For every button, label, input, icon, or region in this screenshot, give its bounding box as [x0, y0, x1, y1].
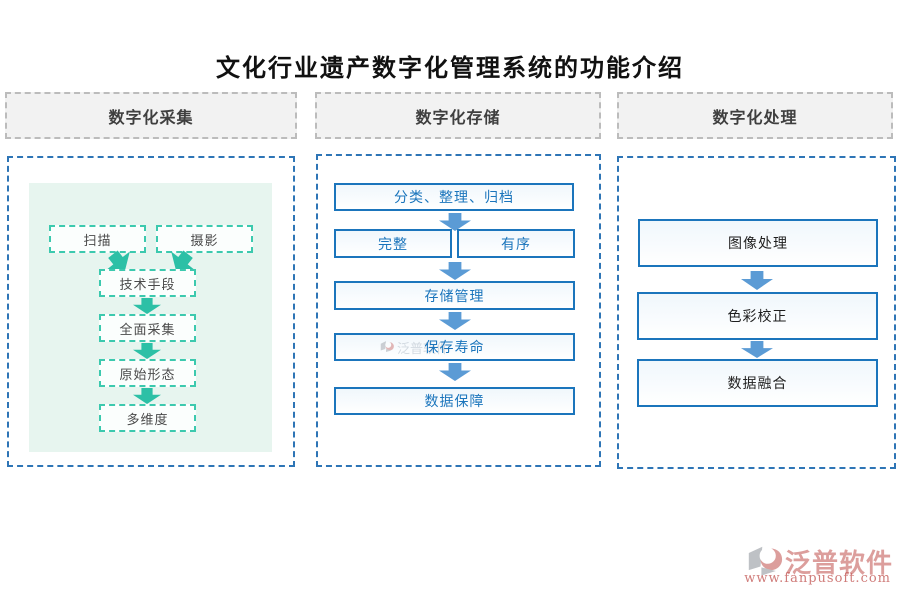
node-data-fusion: 数据融合	[637, 359, 878, 407]
node-storage-management-label: 存储管理	[424, 288, 485, 305]
node-full-collection-label: 全面采集	[119, 322, 176, 338]
fanpu-logo-icon	[748, 546, 783, 575]
node-color-correction: 色彩校正	[637, 292, 878, 340]
arrow-down-icon	[439, 312, 471, 330]
arrow-down-icon	[741, 341, 773, 358]
node-preservation-life-label: 保存寿命	[424, 340, 485, 356]
node-scan: 扫描	[49, 225, 146, 253]
brand-name: 泛普软件	[784, 549, 893, 579]
node-image-processing-label: 图像处理	[728, 236, 788, 252]
node-data-fusion-label: 数据融合	[727, 376, 788, 392]
panel-digital-collection: 扫描 摄影 技术手段 全面采集 原始形态 多维度	[7, 156, 295, 467]
header-digital-storage: 数字化存储	[315, 92, 601, 139]
node-color-correction-label: 色彩校正	[727, 309, 788, 325]
arrow-down-icon	[439, 363, 471, 381]
panel-digital-processing: 图像处理 色彩校正 数据融合	[617, 156, 896, 469]
node-complete-label: 完整	[378, 236, 408, 253]
node-original-form-label: 原始形态	[119, 367, 176, 383]
node-tech-means-label: 技术手段	[119, 277, 176, 293]
node-complete: 完整	[334, 229, 452, 258]
node-data-guarantee: 数据保障	[334, 387, 575, 415]
node-original-form: 原始形态	[99, 359, 196, 387]
fanpu-logo-icon	[380, 341, 394, 352]
node-full-collection: 全面采集	[99, 314, 196, 342]
node-photography: 摄影	[156, 225, 253, 253]
node-preservation-life: 泛普软件 保存寿命	[334, 333, 575, 361]
arrow-down-icon	[439, 262, 471, 280]
node-scan-label: 扫描	[83, 233, 112, 249]
brand-watermark: 泛普软件 www.fanpusoft.com	[703, 543, 893, 591]
node-classify-archive-label: 分类、整理、归档	[394, 190, 514, 206]
node-image-processing: 图像处理	[638, 219, 878, 267]
node-photography-label: 摄影	[190, 233, 219, 249]
header-digital-processing: 数字化处理	[617, 92, 893, 139]
brand-row: 泛普软件	[747, 543, 893, 580]
node-tech-means: 技术手段	[99, 269, 196, 297]
node-multi-dimension: 多维度	[99, 404, 196, 432]
node-data-guarantee-label: 数据保障	[424, 394, 485, 410]
node-ordered-label: 有序	[501, 236, 531, 253]
node-multi-dimension-label: 多维度	[126, 412, 169, 428]
node-classify-archive: 分类、整理、归档	[334, 183, 574, 211]
arrow-down-icon	[741, 271, 773, 290]
panel-digital-storage: 分类、整理、归档 完整 有序 存储管理 泛普软件 保存寿命	[316, 154, 601, 467]
node-ordered: 有序	[457, 229, 575, 258]
node-storage-management: 存储管理	[334, 281, 575, 310]
brand-url: www.fanpusoft.com	[744, 571, 891, 586]
page-title: 文化行业遗产数字化管理系统的功能介绍	[216, 53, 684, 82]
header-digital-collection: 数字化采集	[5, 92, 297, 139]
